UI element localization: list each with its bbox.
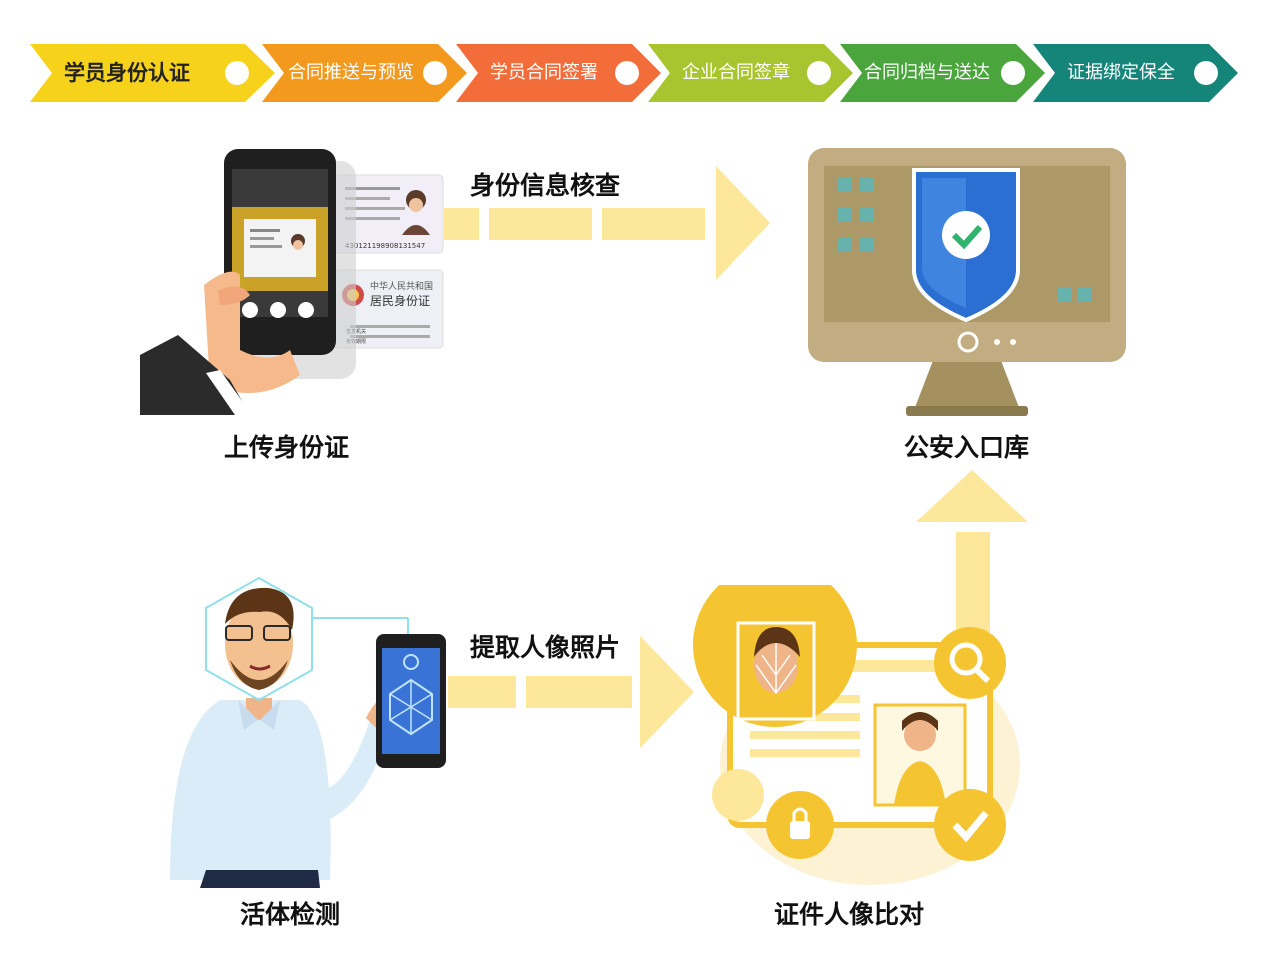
step-1[interactable]: 学员身份认证 [30,44,275,102]
step-2-status-dot [423,61,447,85]
id-validity-label: 有效期限 [346,338,366,345]
step-1-chevron [30,44,275,102]
id-front-subtitle: 居民身份证 [370,293,430,308]
step-2[interactable]: 合同推送与预览 [262,44,467,102]
step-6[interactable]: 证据绑定保全 [1033,44,1238,102]
smartphone [224,149,336,355]
caption-identity-check: 身份信息核查 [470,171,621,200]
step-3-chevron [456,44,661,102]
step-3-status-dot [615,61,639,85]
step-5-label: 合同归档与送达 [864,62,990,83]
compare-illustration [693,585,1020,885]
step-5-status-dot [1001,61,1025,85]
step-5[interactable]: 合同归档与送达 [840,44,1045,102]
id-card-back [334,174,444,254]
step-6-status-dot [1194,61,1218,85]
arrow-up-to-database [916,470,1028,632]
step-3[interactable]: 学员合同签署 [456,44,661,102]
step-6-label: 证据绑定保全 [1067,62,1175,83]
step-1-label: 学员身份认证 [64,61,190,85]
arrow-extract-photo [448,636,694,748]
liveness-illustration [170,576,446,888]
step-4-chevron [648,44,853,102]
caption-compare: 证件人像比对 [774,900,925,929]
caption-extract-photo: 提取人像照片 [470,633,621,662]
caption-liveness: 活体检测 [240,900,341,929]
caption-police-database: 公安入口库 [904,433,1030,462]
arrow-identity-check [444,166,770,280]
step-2-chevron [262,44,467,102]
id-front-title: 中华人民共和国 [370,280,433,292]
step-4-status-dot [807,61,831,85]
progress-steps: 学员身份认证 合同推送与预览 学员合同签署 企业合同签章 合同归档与送达 证据绑… [0,0,1269,140]
step-4-label: 企业合同签章 [682,62,790,83]
step-2-label: 合同推送与预览 [288,62,414,83]
step-5-chevron [840,44,1045,102]
step-3-label: 学员合同签署 [490,62,598,83]
id-issuer-label: 签发机关 [346,328,366,335]
step-1-status-dot [225,61,249,85]
monitor-illustration [808,148,1126,416]
step-6-chevron [1033,44,1238,102]
caption-upload-id: 上传身份证 [224,433,350,462]
upload-id-illustration: 430121198908131547 中华人民共和国 居民身份证 签发机关 有效… [140,149,444,415]
id-number-text: 430121198908131547 [345,242,425,250]
step-4[interactable]: 企业合同签章 [648,44,853,102]
